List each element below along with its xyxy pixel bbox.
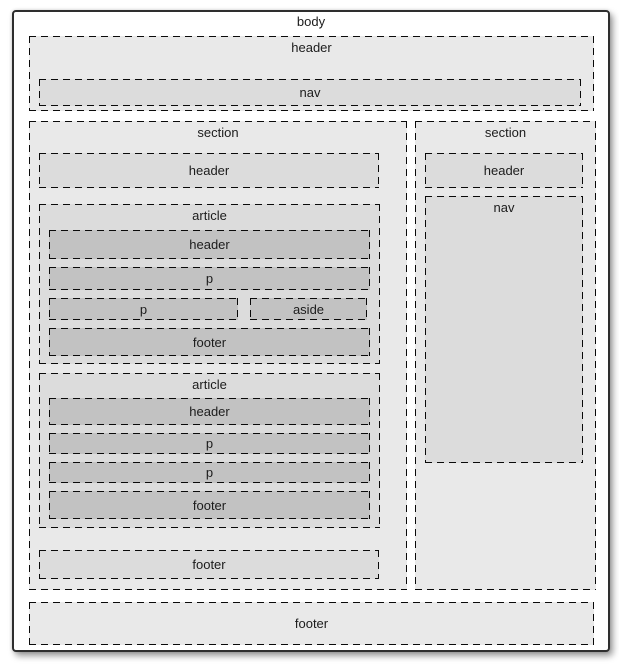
article-2-paragraph-2-label: p	[205, 465, 214, 480]
article-1-paragraph-2-box: p	[49, 298, 238, 320]
right-section-nav-label: nav	[493, 200, 515, 215]
article-1-paragraph-2-label: p	[139, 301, 148, 317]
left-section-footer-box: footer	[39, 550, 379, 579]
left-section-header-label: header	[188, 163, 230, 178]
article-2-box: article header p p footer	[39, 373, 380, 528]
article-1-footer-label: footer	[192, 334, 227, 350]
article-2-paragraph-2-box: p	[49, 462, 370, 483]
right-section-header-label: header	[483, 163, 525, 178]
article-1-aside-label: aside	[292, 301, 325, 317]
right-section-header-box: header	[425, 153, 583, 188]
article-1-paragraph-1-box: p	[49, 267, 370, 290]
right-section-box: section header nav	[415, 121, 596, 590]
article-2-paragraph-1-label: p	[205, 436, 214, 451]
body-box: body header nav section header article h…	[12, 10, 610, 652]
article-1-paragraph-1-label: p	[205, 271, 214, 286]
top-nav-box: nav	[39, 79, 581, 106]
article-2-footer-label: footer	[192, 497, 227, 513]
article-1-header-label: header	[189, 237, 230, 252]
article-2-header-label: header	[189, 404, 230, 419]
article-1-header-box: header	[49, 230, 370, 259]
left-section-header-box: header	[39, 153, 379, 188]
top-nav-label: nav	[299, 85, 321, 100]
article-2-header-box: header	[49, 398, 370, 425]
article-1-footer-box: footer	[49, 328, 370, 356]
body-label: body	[296, 14, 326, 29]
left-section-box: section header article header p p aside	[29, 121, 407, 590]
article-2-paragraph-1-box: p	[49, 433, 370, 454]
right-section-nav-box: nav	[425, 196, 583, 463]
top-header-box: header nav	[29, 36, 594, 111]
article-2-label: article	[192, 377, 227, 392]
right-section-label: section	[484, 125, 527, 140]
article-1-aside-box: aside	[250, 298, 367, 320]
article-1-label: article	[192, 208, 227, 223]
left-section-footer-label: footer	[192, 557, 226, 572]
article-2-footer-box: footer	[49, 491, 370, 519]
left-section-label: section	[197, 125, 239, 140]
page-footer-label: footer	[294, 616, 329, 631]
top-header-label: header	[291, 40, 332, 55]
page-footer-box: footer	[29, 602, 594, 645]
article-1-box: article header p p aside footer	[39, 204, 380, 364]
